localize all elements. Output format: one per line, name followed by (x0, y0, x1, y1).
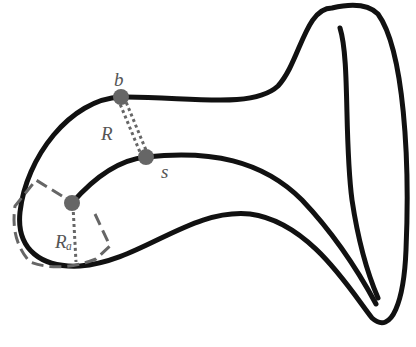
point-b (113, 89, 129, 105)
inner-wall (72, 155, 376, 304)
radius-line (124, 97, 148, 155)
point-label: s (161, 162, 168, 181)
point-s (138, 149, 154, 165)
bulb-inner-wall (340, 28, 378, 298)
point-label: b (114, 70, 124, 89)
outer-wall (20, 5, 408, 322)
apex-point (64, 195, 80, 211)
apex-bracket (14, 180, 110, 267)
radius-label: Rₐ (55, 232, 72, 251)
radius-label: R (101, 124, 113, 143)
apex-radius-line (73, 206, 76, 262)
